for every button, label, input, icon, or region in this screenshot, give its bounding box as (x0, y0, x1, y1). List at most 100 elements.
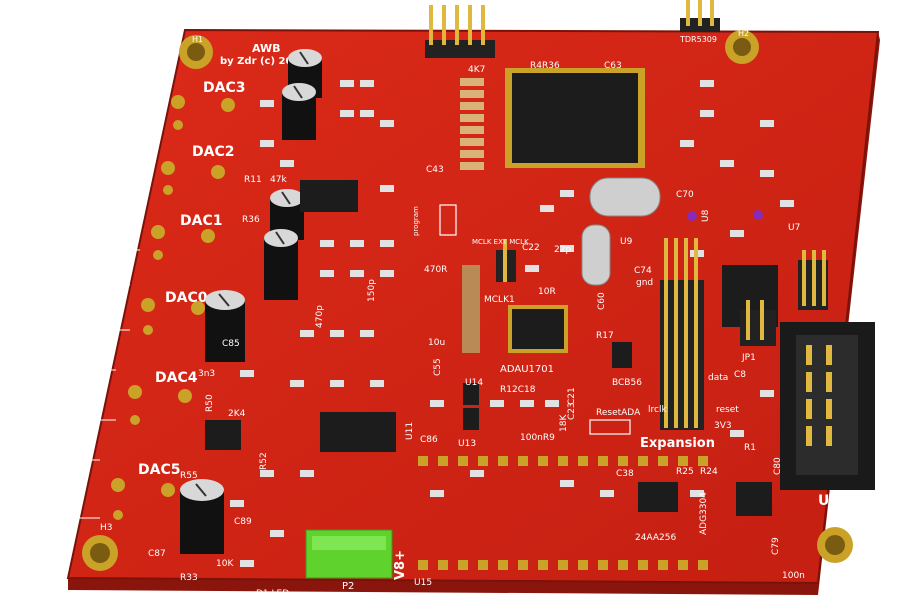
h2-label: H2 (738, 29, 749, 38)
top-pin-header[interactable] (425, 5, 495, 58)
usbi-box-header[interactable] (780, 322, 875, 490)
u8-label: U8 (701, 209, 711, 222)
mounting-holes (82, 30, 853, 571)
r11-label: R11 (244, 175, 262, 185)
mounting-hole-h3 (82, 535, 118, 571)
ic (320, 412, 396, 452)
h4-label: H4 (828, 515, 841, 525)
u14-label: U14 (465, 378, 483, 388)
c70-label: C70 (676, 190, 694, 200)
mounting-hole-h4 (817, 527, 853, 563)
dac-labels: DAC3 DAC2 DAC1 DAC0 DAC4 DAC5 (138, 80, 245, 478)
dac-connector-outlines (25, 81, 160, 519)
u9-label: U9 (620, 237, 633, 247)
mounting-hole-h1 (179, 35, 213, 69)
ic (612, 342, 632, 368)
c8-label: C8 (734, 370, 746, 380)
n3-label: 3n3 (198, 369, 215, 379)
c89-label: C89 (234, 517, 252, 527)
expansion-label: Expansion (640, 436, 715, 451)
c23-label: C23 (567, 402, 577, 420)
ic-packages (205, 180, 778, 516)
program-button[interactable] (439, 204, 457, 236)
c60-label: C60 (597, 292, 607, 310)
c55-label: C55 (433, 358, 443, 376)
dac5-pads (111, 478, 175, 520)
reset-ada-button[interactable] (589, 419, 631, 435)
electrolytic-capacitor (282, 83, 316, 140)
eeprom-label: 24AA256 (635, 533, 676, 543)
adau1701-chip (508, 305, 568, 353)
h3-label: H3 (100, 523, 113, 533)
p22-label: 22p (554, 245, 571, 255)
c79-label: C79 (771, 537, 781, 555)
dac0-label: DAC0 (165, 290, 208, 306)
smd-components (230, 80, 794, 567)
r50-label: R50 (205, 394, 215, 412)
electrolytic-capacitor (264, 229, 298, 300)
ic (463, 408, 479, 430)
p2-terminal-block[interactable] (305, 529, 393, 579)
ic (300, 180, 358, 212)
test-point (753, 210, 763, 220)
gnd-label: gnd (636, 278, 653, 288)
mounting-hole-h2 (725, 30, 759, 64)
electrolytic-capacitor (205, 290, 245, 362)
u13-label: U13 (458, 439, 476, 449)
r55-label: R55 (180, 471, 198, 481)
usbi-label: USBi (818, 493, 855, 509)
reset-ada-label: ResetADA (596, 408, 641, 418)
r24-label: R24 (700, 467, 718, 477)
top-right-pin-header[interactable] (680, 0, 720, 32)
jp1-header[interactable] (740, 300, 776, 346)
r33-label: R33 (180, 573, 198, 583)
ic (736, 482, 772, 516)
crystal-oscillator (589, 177, 661, 217)
v8-label: V8+ (393, 550, 408, 580)
pf470-label: 470p (315, 305, 325, 328)
mclk-ext-label: MCLK EXT MCLK (472, 238, 529, 246)
c43-label: C43 (426, 165, 444, 175)
expansion-header-left[interactable] (660, 238, 704, 430)
ic (463, 383, 479, 405)
r17-label: R17 (596, 331, 614, 341)
r1-label: R1 (744, 443, 756, 453)
data-label: data (708, 373, 728, 383)
dac4-pads (128, 385, 192, 425)
expansion-pad-row (418, 456, 708, 466)
p2-label: P2 (342, 581, 354, 592)
k10-label: 10K (216, 559, 234, 569)
dac4-label: DAC4 (155, 370, 198, 386)
r4-label: R4R36 (530, 61, 560, 71)
board-author: by Zdr (c) 2017 (220, 56, 306, 67)
c87-label: C87 (148, 549, 166, 559)
adg-label: ADG3304 (699, 492, 709, 535)
r9-label: 100nR9 (520, 433, 555, 443)
ic (638, 482, 678, 512)
dac-pad-groups (111, 95, 235, 520)
k18-label: 18K (559, 414, 569, 432)
c86-label: C86 (420, 435, 438, 445)
side-pin-header[interactable] (798, 250, 828, 310)
electrolytic-capacitors (180, 49, 322, 554)
board-title: AWB (252, 42, 281, 55)
u11-label: U11 (405, 422, 415, 440)
lrclk-label: lrclk (648, 405, 667, 415)
nf100-label: 100n (782, 571, 805, 581)
mclk-header[interactable] (496, 240, 516, 282)
c22-label: C22 (522, 243, 540, 253)
v33-label: 3V3 (714, 421, 732, 431)
ic (205, 420, 241, 450)
c38-label: C38 (616, 469, 634, 479)
dac1-pads (151, 225, 215, 260)
dac0-pads (141, 298, 205, 335)
uu10-label: 10u (428, 338, 445, 348)
r470-label: 470R (424, 265, 447, 275)
u15-label: U15 (414, 578, 432, 588)
c80-label: C80 (773, 457, 783, 475)
pf150-label: 150p (367, 279, 377, 302)
dac2-pads (161, 161, 225, 195)
r52-label: R52 (259, 452, 269, 470)
dsp-qfp-chip (505, 68, 645, 168)
